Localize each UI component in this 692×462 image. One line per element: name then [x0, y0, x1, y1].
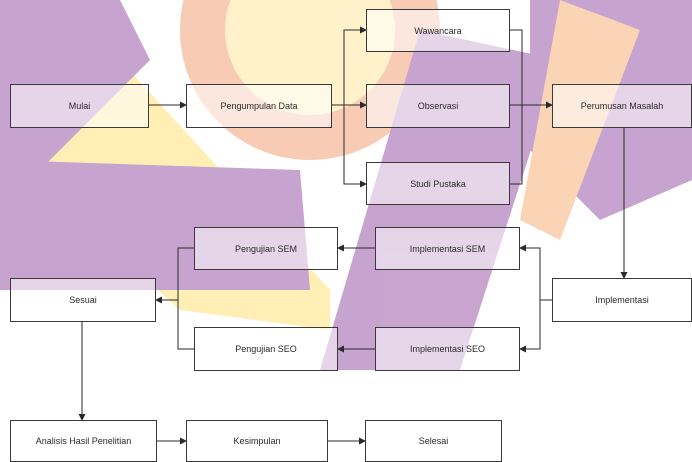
edge-ujiseo-merge	[177, 300, 194, 350]
edge-implementasi-seo	[519, 300, 541, 353]
node-pengumpulan-data: Pengumpulan Data	[186, 84, 332, 128]
node-wawancara: Wawancara	[366, 9, 510, 52]
edge-studi-merge	[510, 105, 523, 185]
node-perumusan-masalah: Perumusan Masalah	[552, 84, 692, 128]
node-mulai: Mulai	[10, 84, 149, 128]
edge-ujisem-sesuai	[155, 247, 194, 304]
node-analisis-hasil: Analisis Hasil Penelitian	[10, 420, 157, 462]
node-sesuai: Sesuai	[10, 278, 156, 322]
node-implementasi: Implementasi	[552, 278, 692, 322]
edge-branch-wawancara	[343, 26, 367, 105]
node-selesai: Selesai	[365, 420, 502, 462]
node-kesimpulan: Kesimpulan	[186, 420, 328, 462]
edge-wawancara-merge	[510, 29, 523, 105]
node-pengujian-seo: Pengujian SEO	[194, 327, 338, 371]
edge-implementasi-sem	[519, 244, 552, 301]
node-implementasi-seo: Implementasi SEO	[375, 327, 520, 371]
edge-branch-studi	[343, 105, 367, 188]
node-implementasi-sem: Implementasi SEM	[375, 227, 520, 270]
node-observasi: Observasi	[366, 84, 510, 128]
node-pengujian-sem: Pengujian SEM	[194, 227, 338, 270]
node-studi-pustaka: Studi Pustaka	[366, 162, 510, 205]
